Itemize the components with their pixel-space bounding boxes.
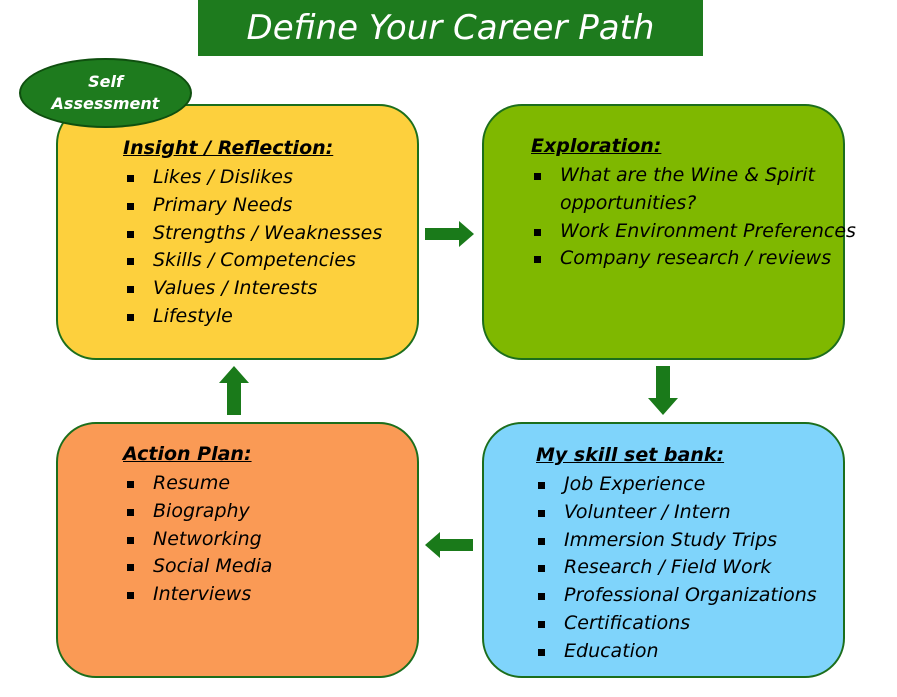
list-item: Primary Needs <box>124 192 382 220</box>
action-plan-heading: Action Plan: <box>123 443 252 465</box>
insight-heading: Insight / Reflection: <box>123 137 334 159</box>
list-item: Likes / Dislikes <box>124 164 382 192</box>
list-item: Interviews <box>124 581 272 609</box>
list-item: Work Environment Preferences <box>531 218 860 246</box>
list-item: Networking <box>124 526 272 554</box>
exploration-list: What are the Wine & Spirit opportunities… <box>531 162 860 273</box>
list-item: Values / Interests <box>124 275 382 303</box>
page-title: Define Your Career Path <box>198 0 703 56</box>
list-item: Skills / Competencies <box>124 247 382 275</box>
arrow-down-icon <box>648 366 678 415</box>
arrow-right-icon <box>425 221 474 247</box>
list-item: Education <box>535 638 817 666</box>
list-item: Strengths / Weaknesses <box>124 220 382 248</box>
list-item: Company research / reviews <box>531 245 860 273</box>
arrow-up-icon <box>219 366 249 415</box>
list-item: What are the Wine & Spirit opportunities… <box>531 162 860 218</box>
skill-set-heading: My skill set bank: <box>536 444 725 466</box>
list-item: Immersion Study Trips <box>535 527 817 555</box>
badge-line-1: Self <box>88 72 123 91</box>
list-item: Lifestyle <box>124 303 382 331</box>
exploration-heading: Exploration: <box>531 135 662 157</box>
list-item: Biography <box>124 498 272 526</box>
badge-line-2: Assessment <box>51 94 160 113</box>
list-item: Research / Field Work <box>535 554 817 582</box>
self-assessment-badge: Self Assessment <box>19 58 192 128</box>
list-item: Job Experience <box>535 471 817 499</box>
list-item: Resume <box>124 470 272 498</box>
arrow-left-icon <box>425 532 473 558</box>
list-item: Professional Organizations <box>535 582 817 610</box>
list-item: Certifications <box>535 610 817 638</box>
list-item: Social Media <box>124 553 272 581</box>
list-item: Volunteer / Intern <box>535 499 817 527</box>
exploration-box: Exploration: What are the Wine & Spirit … <box>482 104 856 360</box>
